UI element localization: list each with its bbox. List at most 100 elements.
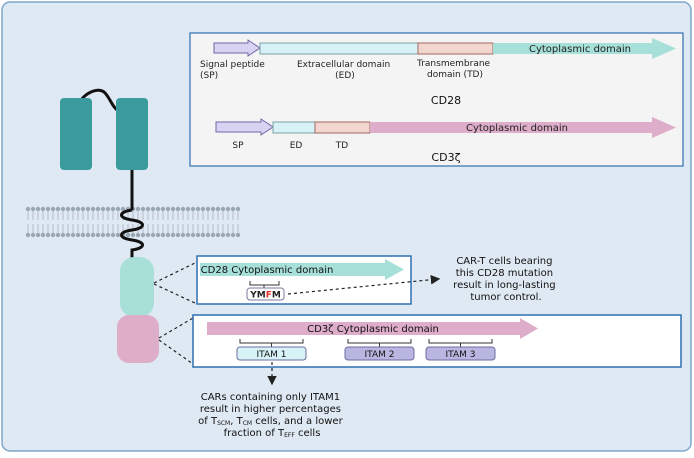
lipid-head [200, 232, 206, 238]
domain-legend-box [189, 32, 684, 167]
lipid-head [170, 232, 176, 238]
cd3z-signal-peptide-arrow [215, 118, 274, 136]
cd28-transmembrane-label: Transmembrane domain (TD) [416, 59, 493, 80]
lipid-head [150, 206, 156, 212]
lipid-head [155, 232, 161, 238]
cd28-zoom-box: CD28 Cytoplasmic domain YMFM [196, 255, 412, 305]
lipid-head [145, 232, 151, 238]
lipid-head [155, 206, 161, 212]
lipid-head [110, 232, 116, 238]
cd3z-transmembrane-segment [314, 121, 371, 134]
cd28-extracellular-label: Extracellular domain (ED) [297, 60, 393, 81]
cd3z-cytoplasmic-label: Cytoplasmic domain [466, 123, 568, 134]
lipid-head [200, 206, 206, 212]
lipid-head [205, 206, 211, 212]
itam-label: ITAM 1 [257, 350, 287, 360]
itam-box [236, 346, 307, 361]
lipid-head [95, 206, 101, 212]
cd3z-extracellular-segment [272, 121, 316, 134]
lipid-head [195, 232, 201, 238]
lipid-head [210, 206, 216, 212]
itam-bracket [239, 339, 304, 347]
lipid-head [85, 232, 91, 238]
lipid-head [30, 206, 36, 212]
lipid-head [160, 232, 166, 238]
lipid-head [180, 206, 186, 212]
lipid-head [45, 232, 51, 238]
lipid-head [140, 232, 146, 238]
cd28-zoom-connector-bottom [153, 283, 198, 305]
cd3z-zoom-title: CD3ζ Cytoplasmic domain [307, 324, 439, 335]
lipid-head [230, 206, 236, 212]
lipid-head [190, 206, 196, 212]
lipid-head [25, 206, 31, 212]
lipid-head [25, 232, 31, 238]
cd3z-cytoplasmic-arrow [370, 117, 676, 138]
lipid-head [130, 232, 136, 238]
lipid-head [55, 232, 61, 238]
lipid-head [135, 206, 141, 212]
lipid-head [180, 232, 186, 238]
ymfm-motif-box [246, 287, 285, 301]
lipid-head [165, 206, 171, 212]
itam-bracket [347, 339, 412, 347]
lipid-head [35, 206, 41, 212]
itam-bracket [428, 339, 493, 347]
lipid-head [150, 232, 156, 238]
lipid-head [50, 206, 56, 212]
ymfm-motif-text: YMFM [249, 291, 281, 301]
lipid-head [220, 232, 226, 238]
cd28-zoom-title: CD28 Cytoplasmic domain [201, 265, 334, 276]
cd28-zoom-connector-top [153, 261, 198, 284]
lipid-head [185, 206, 191, 212]
cd28-cytoplasmic-label: Cytoplasmic domain [529, 44, 631, 55]
lipid-head [30, 232, 36, 238]
lipid-head [220, 206, 226, 212]
motif-residue: M [272, 291, 281, 301]
lipid-head [90, 232, 96, 238]
lipid-head [85, 206, 91, 212]
lipid-head [170, 206, 176, 212]
cd3z-zoom-arrow [207, 318, 538, 339]
lipid-head [35, 232, 41, 238]
cd3z-domain-bar: Cytoplasmic domain SP ED TD CD3ζ [215, 117, 676, 164]
lipid-head [75, 206, 81, 212]
motif-to-note-arrow [287, 274, 441, 295]
cd28-domain-bar: Cytoplasmic domain Signal peptide (SP) E… [200, 38, 676, 107]
cd28-extracellular-segment [259, 42, 419, 55]
receptor-left-domain [60, 98, 92, 170]
lipid-head [215, 232, 221, 238]
lipid-head [40, 232, 46, 238]
cd28-zoom-arrow [200, 259, 404, 280]
car-receptor [60, 88, 159, 363]
lipid-head [105, 232, 111, 238]
lipid-head [190, 232, 196, 238]
lipid-head [205, 232, 211, 238]
cd28-domain-node [120, 257, 154, 317]
motif-residue: F [266, 291, 272, 301]
transmembrane-helix [120, 208, 144, 258]
motif-residue: Y [249, 291, 257, 301]
lipid-head [135, 232, 141, 238]
lipid-head [100, 232, 106, 238]
cd28-cytoplasmic-arrow [493, 38, 676, 59]
itam-box [425, 346, 496, 361]
lipid-head [225, 206, 231, 212]
lipid-head [80, 232, 86, 238]
lipid-head [140, 206, 146, 212]
cd3z-zoom-connector-top [158, 317, 194, 339]
lipid-head [235, 206, 241, 212]
itam-label: ITAM 2 [365, 350, 395, 360]
motif-residue: M [257, 291, 266, 301]
lipid-head [125, 232, 131, 238]
receptor-right-domain [116, 98, 148, 170]
lipid-head [95, 232, 101, 238]
lipid-head [45, 206, 51, 212]
lipid-head [185, 232, 191, 238]
cd28-signal-peptide-label: Signal peptide (SP) [200, 60, 268, 81]
lipid-head [165, 232, 171, 238]
lipid-head [215, 206, 221, 212]
